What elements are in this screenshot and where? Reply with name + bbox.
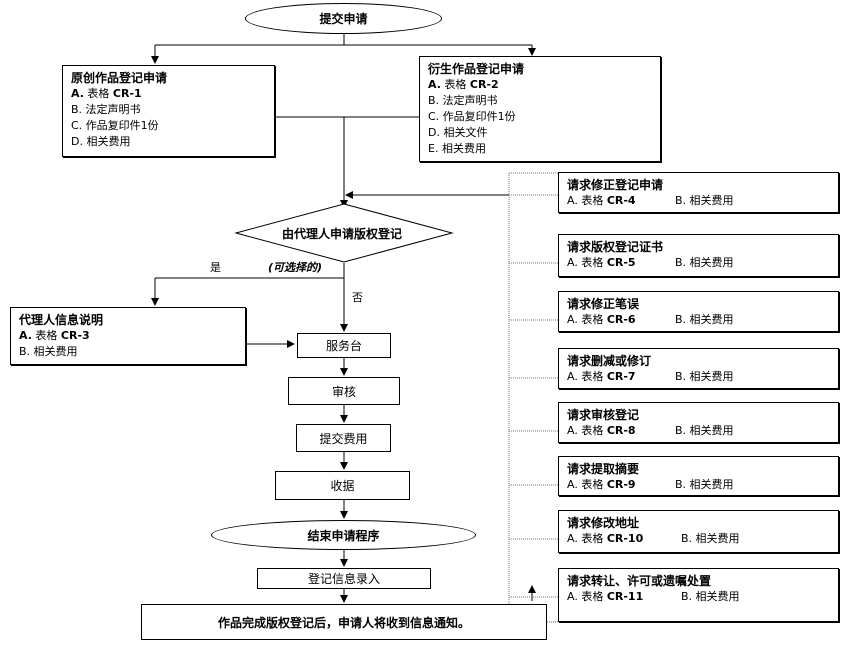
list-item: B. 法定声明书	[71, 103, 141, 116]
list-item: D. 相关费用	[71, 135, 131, 148]
request-title: 请求删减或修订	[567, 354, 652, 368]
request-title: 请求版权登记证书	[567, 240, 664, 254]
list-item: A. 表格 CR-2	[428, 78, 499, 91]
notice-step: 作品完成版权登记后，申请人将收到信息通知。	[141, 604, 547, 640]
submit-fee-step: 提交费用	[296, 424, 391, 452]
start-label: 提交申请	[319, 12, 368, 26]
decision-yes-label: 是	[210, 261, 221, 274]
list-item: D. 相关文件	[428, 126, 488, 139]
request-title: 请求修正笔误	[567, 297, 640, 311]
request-title: 请求修正登记申请	[567, 178, 664, 192]
list-item: C. 作品复印件1份	[71, 119, 159, 132]
request-title: 请求修改地址	[567, 516, 640, 530]
original-application-box: 原创作品登记申请 A. 表格 CR-1 B. 法定声明书 C. 作品复印件1份 …	[62, 65, 275, 157]
registration-entry-step: 登记信息录入	[257, 568, 431, 589]
derivative-application-box: 衍生作品登记申请 A. 表格 CR-2 B. 法定声明书 C. 作品复印件1份 …	[419, 56, 661, 162]
list-item: E. 相关费用	[428, 142, 486, 155]
request-title: 请求审核登记	[567, 408, 640, 422]
service-desk-step: 服务台	[297, 333, 391, 358]
list-item: B. 法定声明书	[428, 94, 498, 107]
list-item: A. 表格 CR-3	[19, 329, 90, 342]
list-item: C. 作品复印件1份	[428, 110, 516, 123]
review-step: 审核	[288, 377, 400, 405]
receipt-step: 收据	[275, 471, 410, 500]
request-title: 请求提取摘要	[567, 462, 640, 476]
decision-optional-label: (可选择的)	[268, 261, 323, 274]
agent-info-box: 代理人信息说明 A. 表格 CR-3 B. 相关费用	[10, 307, 246, 365]
list-item: B. 相关费用	[19, 345, 78, 358]
original-application-title: 原创作品登记申请	[71, 71, 168, 85]
start-ellipse: 提交申请	[245, 3, 442, 34]
derivative-application-title: 衍生作品登记申请	[428, 62, 525, 76]
decision-no-label: 否	[352, 291, 363, 304]
decision-label: 由代理人申请版权登记	[282, 227, 403, 241]
end-label: 结束申请程序	[307, 528, 380, 543]
decision-diamond	[234, 203, 454, 263]
list-item: A. 表格 CR-1	[71, 87, 142, 100]
request-title: 请求转让、许可或遗嘱处置	[567, 574, 712, 588]
agent-info-title: 代理人信息说明	[19, 313, 104, 327]
end-ellipse: 结束申请程序	[211, 520, 476, 550]
